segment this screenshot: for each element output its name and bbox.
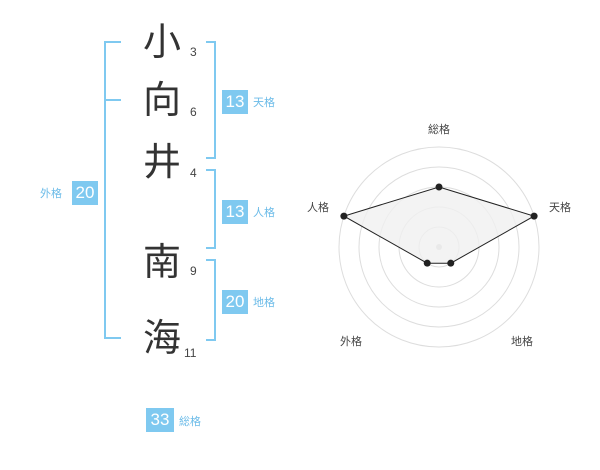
tenkaku-value-badge: 13 <box>222 90 248 114</box>
jinkaku-label: 人格 <box>253 206 275 219</box>
tenkaku-label: 天格 <box>253 96 275 109</box>
radar-label-jinkaku: 人格 <box>307 201 329 214</box>
name-char-1: 小 <box>142 20 181 64</box>
radar-ring <box>338 146 540 348</box>
radar-point-3 <box>447 259 455 267</box>
name-char-3: 井 <box>142 140 181 184</box>
name-char-4: 南 <box>142 240 181 284</box>
stroke-count-1: 3 <box>190 45 197 59</box>
name-char-5: 海 <box>142 316 181 360</box>
radar-point-2 <box>530 212 538 220</box>
soukaku-value-badge: 33 <box>146 408 174 432</box>
radar-ring <box>358 166 520 328</box>
gaikaku-label: 外格 <box>40 187 62 200</box>
stroke-count-3: 4 <box>190 166 197 180</box>
jinkaku-value-badge: 13 <box>222 200 248 224</box>
gaikaku-value-badge: 20 <box>72 181 98 205</box>
radar-label-tenkaku: 天格 <box>549 201 571 214</box>
stroke-count-4: 9 <box>190 264 197 278</box>
name-char-2: 向 <box>142 78 181 122</box>
chikaku-value-badge: 20 <box>222 290 248 314</box>
radar-series-polygon <box>342 186 536 264</box>
tenkaku-bracket <box>206 41 216 159</box>
chikaku-bracket <box>206 259 216 341</box>
jinkaku-bracket <box>206 169 216 249</box>
radar-label-chikaku: 地格 <box>511 335 533 348</box>
chikaku-label: 地格 <box>253 296 275 309</box>
radar-label-soukaku: 総格 <box>428 123 450 136</box>
soukaku-label: 総格 <box>179 415 201 428</box>
stroke-count-2: 6 <box>190 105 197 119</box>
radar-point-1 <box>435 183 443 191</box>
radar-point-4 <box>423 259 431 267</box>
radar-label-gaikaku: 外格 <box>340 335 362 348</box>
stroke-count-5: 11 <box>184 346 197 360</box>
gaikaku-bracket <box>104 41 121 339</box>
radar-point-5 <box>340 212 348 220</box>
